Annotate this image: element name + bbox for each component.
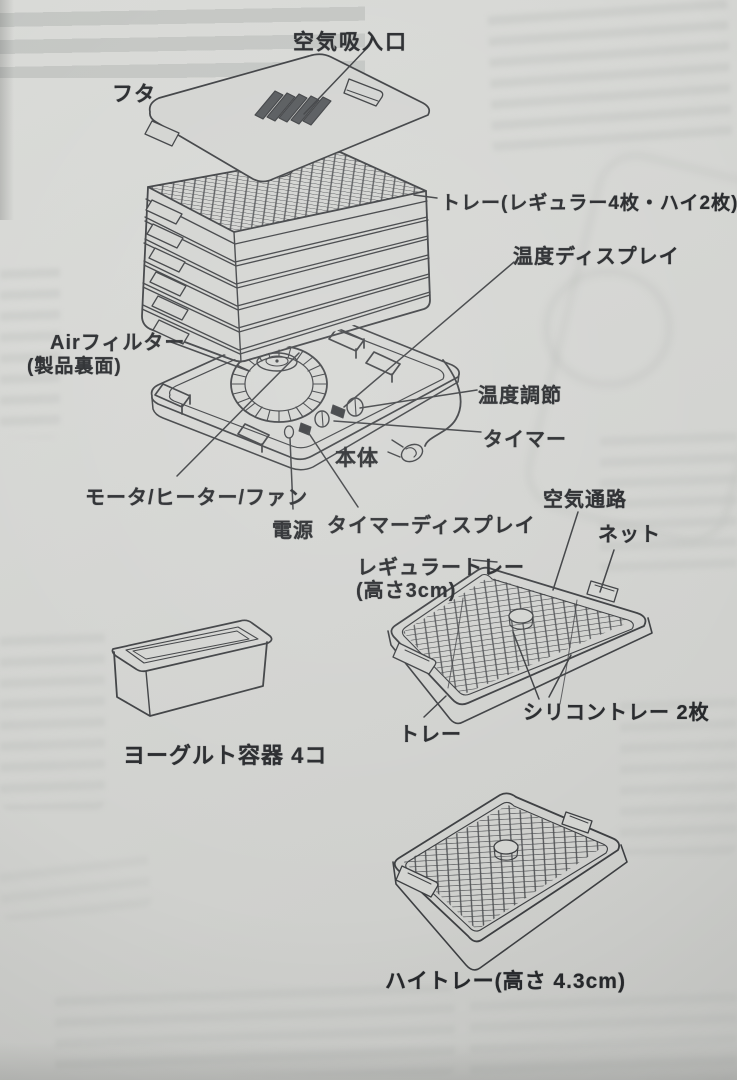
bleed-through-drawing: [545, 270, 671, 386]
label-temp-display: 温度ディスプレイ: [513, 246, 680, 268]
label-air-passage: 空気通路: [543, 489, 627, 511]
label-air-filter-note: (製品裏面): [27, 356, 122, 377]
bleed-through-text: [600, 425, 737, 575]
lid-drawing: [144, 53, 431, 183]
air-intake-vents: [254, 90, 332, 126]
label-air-filter: Airフィルター: [50, 332, 186, 354]
page-edge-shade: [0, 0, 14, 220]
tray-stack-drawing: [141, 151, 431, 363]
bleed-through-text: [0, 625, 105, 810]
label-net: ネット: [598, 524, 661, 546]
label-lid: フタ: [112, 83, 156, 106]
bleed-through-text: [470, 990, 737, 1080]
power-plug-drawing: [387, 439, 424, 463]
label-main-body: 本体: [335, 447, 379, 470]
leader-lines: [170, 47, 615, 718]
bleed-through-text: [0, 258, 60, 438]
bleed-through-text: [620, 690, 737, 855]
label-yogurt-container: ヨーグルト容器 4コ: [123, 743, 328, 768]
label-temp-control: 温度調節: [478, 385, 562, 407]
yogurt-container-drawing: [111, 619, 273, 717]
page-edge-shade: [0, 1042, 737, 1080]
label-tray-stack: トレー(レギュラー4枚・ハイ2枚): [441, 193, 737, 214]
label-motor-heater-fan: モータ/ヒーター/ファン: [85, 487, 309, 509]
label-tray: トレー: [399, 724, 462, 746]
label-high-tray: ハイトレー(高さ 4.3cm): [385, 970, 626, 993]
label-regular-tray: レギュラートレー: [357, 557, 525, 579]
label-regular-tray-height: (高さ3cm): [356, 580, 457, 602]
regular-tray-drawing: [387, 566, 653, 725]
label-silicone-tray: シリコントレー 2枚: [523, 702, 710, 724]
label-timer-display: タイマーディスプレイ: [327, 515, 536, 537]
bleed-through-text: [55, 985, 455, 1075]
label-power: 電源: [272, 520, 314, 542]
high-tray-drawing: [392, 792, 628, 971]
label-timer: タイマー: [483, 429, 567, 451]
label-air-intake: 空気吸入口: [293, 31, 408, 54]
